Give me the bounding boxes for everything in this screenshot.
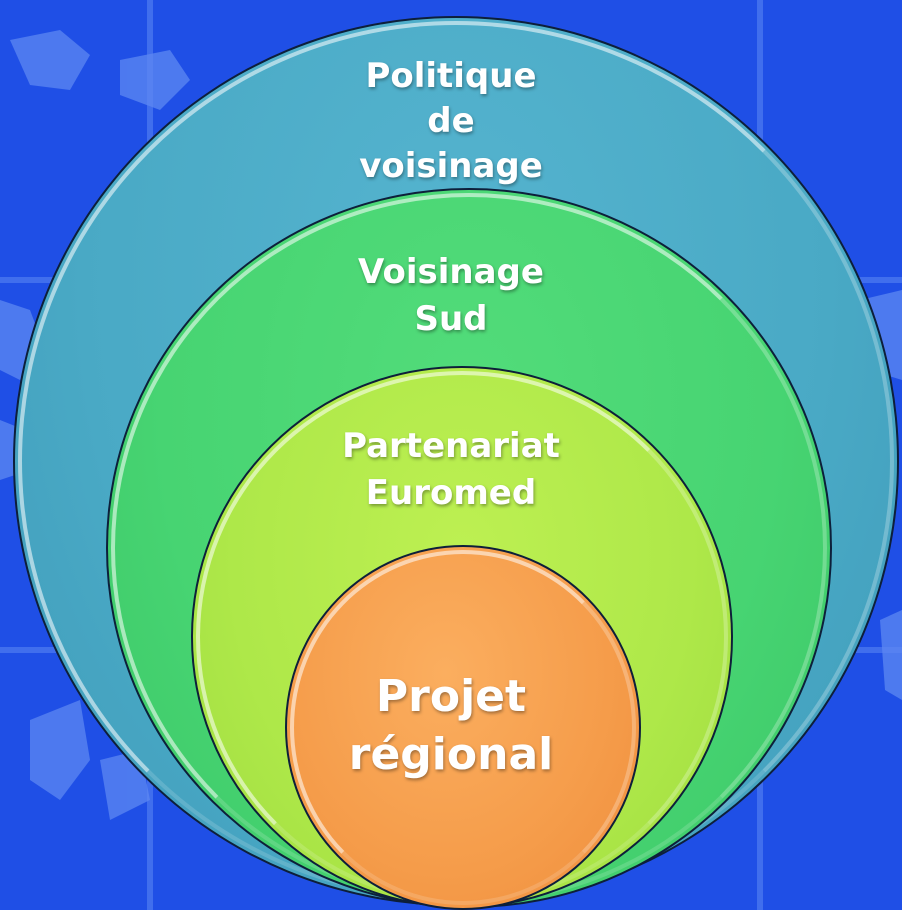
label-partenariat-euromed: Partenariat Euromed [342, 426, 560, 513]
label-voisinage-sud: Voisinage Sud [358, 252, 544, 339]
circle-projet-regional [285, 545, 641, 910]
label-politique-de-voisinage: Politique de voisinage [359, 56, 543, 186]
label-projet-regional: Projet régional [348, 671, 554, 780]
